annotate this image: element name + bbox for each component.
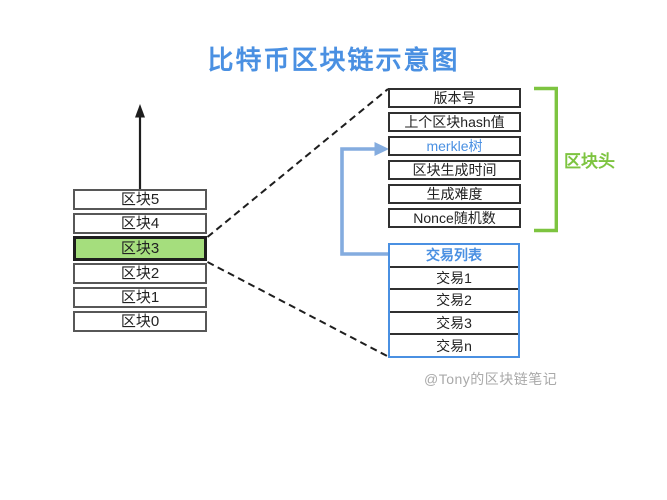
merkle-connector-arrowhead: [374, 142, 389, 156]
transaction-list-header: 交易列表: [426, 247, 482, 264]
transaction-row-n: 交易n: [390, 333, 518, 356]
chain-growth-arrow-head: [135, 104, 145, 118]
block-header-label: 区块头: [564, 152, 615, 171]
transaction-row-3: 交易3: [390, 310, 518, 334]
merkle-connector-line: [340, 147, 388, 256]
block-row-3-highlighted: 区块3: [73, 236, 207, 261]
dashed-line-bottom: [207, 261, 390, 358]
transaction-row-2: 交易2: [390, 288, 518, 311]
block-row-1: 区块1: [73, 287, 207, 308]
block-row-4: 区块4: [73, 213, 207, 234]
block-row-2: 区块2: [73, 263, 207, 284]
page-title: 比特币区块链示意图: [207, 45, 460, 75]
block-header-bracket: [534, 86, 558, 233]
block-row-5: 区块5: [73, 189, 207, 210]
dashed-line-top: [206, 88, 389, 238]
field-nonce: Nonce随机数: [388, 208, 521, 228]
transaction-list-box: 交易列表 交易1 交易2 交易3 交易n: [388, 243, 520, 358]
transaction-row-1: 交易1: [390, 265, 518, 289]
field-version: 版本号: [388, 88, 521, 108]
block-row-0: 区块0: [73, 311, 207, 332]
watermark: @Tony的区块链笔记: [424, 371, 558, 387]
field-prev-hash: 上个区块hash值: [388, 112, 521, 132]
field-difficulty: 生成难度: [388, 184, 521, 204]
field-timestamp: 区块生成时间: [388, 160, 521, 180]
field-merkle-tree: merkle树: [388, 136, 521, 156]
